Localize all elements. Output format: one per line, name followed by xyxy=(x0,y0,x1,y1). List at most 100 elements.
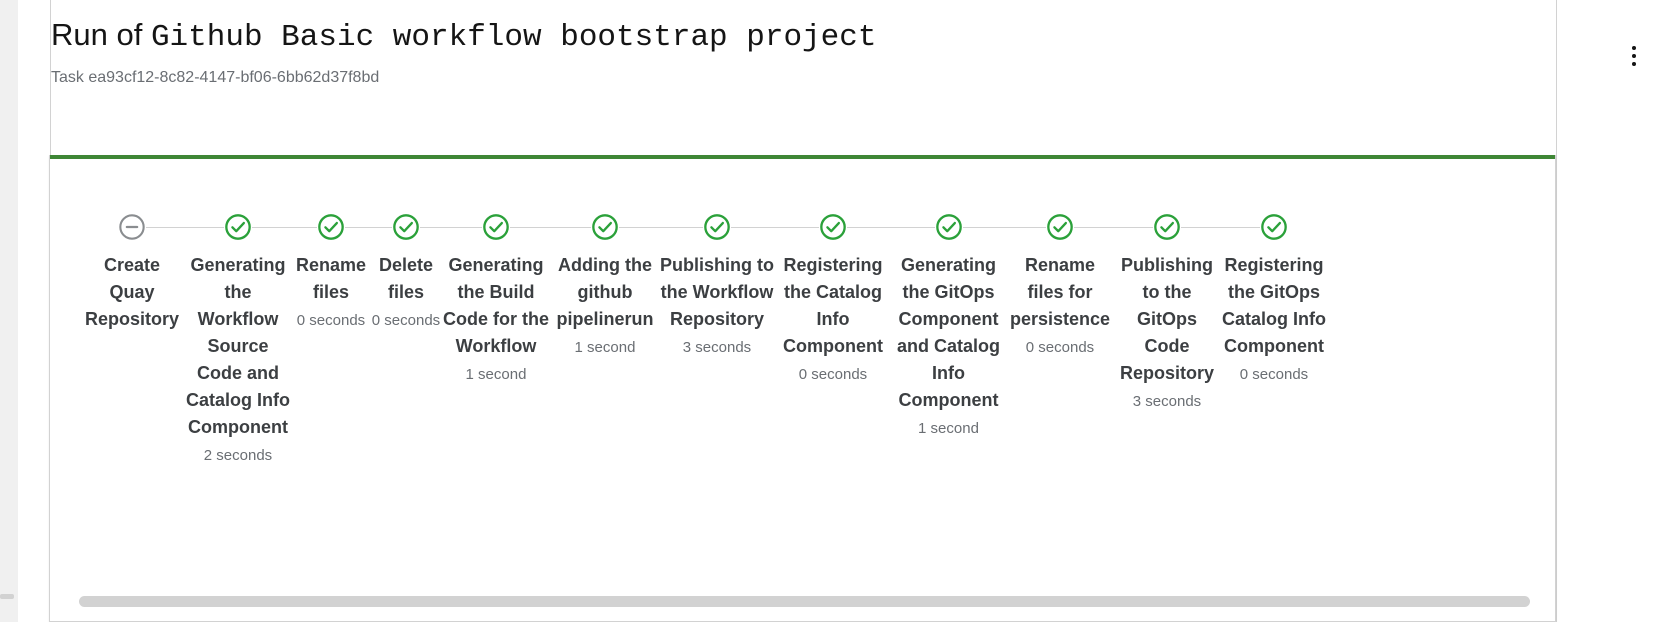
kebab-dot-1 xyxy=(1632,46,1636,50)
stepper-step[interactable]: Publishing to the GitOps Code Repository… xyxy=(1115,213,1219,415)
check-circle-icon xyxy=(1047,214,1073,240)
step-connector-left xyxy=(774,226,819,228)
step-duration: 1 second xyxy=(918,420,979,437)
step-duration: 0 seconds xyxy=(296,312,366,329)
step-connector-left xyxy=(184,226,224,228)
page-header: Run of Github Basic workflow bootstrap p… xyxy=(51,0,1556,89)
step-duration: 2 seconds xyxy=(203,447,273,464)
step-connector-left xyxy=(1219,226,1260,228)
step-label: Rename files xyxy=(295,255,367,302)
stepper-step[interactable]: Generating the Workflow Source Code and … xyxy=(184,213,292,469)
step-body: Delete files 0 seconds xyxy=(370,252,442,334)
step-label: Adding the github pipelinerun xyxy=(556,255,654,329)
page-title: Run of Github Basic workflow bootstrap p… xyxy=(51,14,1556,59)
step-icon-row xyxy=(550,213,660,241)
step-icon-row xyxy=(892,213,1005,241)
step-label: Rename files for persistence xyxy=(1009,255,1111,329)
step-body: Generating the Build Code for the Workfl… xyxy=(442,252,550,388)
step-connector-right xyxy=(962,226,1005,228)
step-label: Publishing to the Workflow Repository xyxy=(660,255,774,329)
step-icon-row xyxy=(774,213,892,241)
step-connector-right xyxy=(847,226,892,228)
stepper-step[interactable]: Publishing to the Workflow Repository 3 s… xyxy=(660,213,774,361)
step-connector-right xyxy=(1074,226,1115,228)
step-icon-row xyxy=(1219,213,1329,241)
stepper-step[interactable]: Adding the github pipelinerun 1 second xyxy=(550,213,660,361)
step-body: Registering the GitOps Catalog Info Comp… xyxy=(1219,252,1329,388)
stepper-step[interactable]: Registering the Catalog Info Component 0 … xyxy=(774,213,892,388)
step-connector-right xyxy=(420,226,442,228)
page-left-gutter xyxy=(0,0,18,622)
step-connector-left xyxy=(550,226,591,228)
step-label: Generating the Build Code for the Workfl… xyxy=(443,255,549,356)
step-body: Registering the Catalog Info Component 0 … xyxy=(774,252,892,388)
step-connector-left xyxy=(660,226,703,228)
step-connector-right xyxy=(252,226,292,228)
step-icon-row xyxy=(1115,213,1219,241)
step-connector-left xyxy=(370,226,392,228)
stepper-step[interactable]: Registering the GitOps Catalog Info Comp… xyxy=(1219,213,1329,388)
task-id-subtitle: Task ea93cf12-8c82-4147-bf06-6bb62d37f8b… xyxy=(51,69,380,86)
step-duration: 3 seconds xyxy=(1132,393,1202,410)
stepper-step[interactable]: Generating the GitOps Component and Cata… xyxy=(892,213,1005,442)
check-circle-icon xyxy=(1261,214,1287,240)
step-duration: 0 seconds xyxy=(798,366,868,383)
step-duration: 0 seconds xyxy=(371,312,441,329)
step-icon-row xyxy=(1005,213,1115,241)
step-body: Adding the github pipelinerun 1 second xyxy=(550,252,660,361)
step-duration: 1 second xyxy=(465,366,527,383)
step-duration: 0 seconds xyxy=(1239,366,1309,383)
step-icon-row xyxy=(184,213,292,241)
step-connector-left xyxy=(1115,226,1153,228)
card-status-accent-bar xyxy=(50,155,1555,159)
stepper-step[interactable]: Generating the Build Code for the Workfl… xyxy=(442,213,550,388)
step-connector-left xyxy=(292,226,317,228)
scrollbar-thumb[interactable] xyxy=(79,596,1530,607)
step-icon-row xyxy=(370,213,442,241)
step-connector-right xyxy=(731,226,774,228)
step-label: Create Quay Repository xyxy=(84,255,180,329)
step-body: Rename files 0 seconds xyxy=(292,252,370,334)
page-title-workflow-name: Github Basic workflow bootstrap project xyxy=(150,20,877,55)
sidebar-collapse-handle[interactable] xyxy=(0,594,14,599)
check-circle-icon xyxy=(704,214,730,240)
check-circle-icon xyxy=(592,214,618,240)
step-body: Publishing to the Workflow Repository 3 s… xyxy=(660,252,774,361)
stepper-horizontal-scrollbar[interactable] xyxy=(79,596,1530,607)
kebab-menu-icon[interactable] xyxy=(1614,36,1654,76)
step-connector-right xyxy=(345,226,370,228)
step-label: Generating the Workflow Source Code and … xyxy=(186,255,290,437)
kebab-dot-3 xyxy=(1632,62,1636,66)
step-connector-right xyxy=(619,226,660,228)
step-connector-right xyxy=(510,226,550,228)
minus-circle-icon xyxy=(119,214,145,240)
check-circle-icon xyxy=(318,214,344,240)
step-connector-right xyxy=(146,226,184,228)
content-right-divider xyxy=(1556,0,1557,622)
step-label: Generating the GitOps Component and Cata… xyxy=(896,255,1000,410)
step-label: Publishing to the GitOps Code Repository xyxy=(1119,255,1215,383)
check-circle-icon xyxy=(935,214,962,240)
check-circle-icon xyxy=(1154,214,1180,240)
step-duration: 3 seconds xyxy=(682,339,752,356)
step-connector-left xyxy=(892,226,935,228)
check-circle-icon xyxy=(225,214,251,240)
stepper-step[interactable]: Delete files 0 seconds xyxy=(370,213,442,334)
step-body: Create Quay Repository xyxy=(80,252,184,333)
step-connector-left xyxy=(442,226,482,228)
step-connector-right xyxy=(1181,226,1219,228)
step-label: Registering the Catalog Info Component xyxy=(783,255,883,356)
step-label: Delete files xyxy=(378,255,434,302)
stepper-step[interactable]: Rename files 0 seconds xyxy=(292,213,370,334)
step-label: Registering the GitOps Catalog Info Comp… xyxy=(1222,255,1326,356)
kebab-dot-2 xyxy=(1632,54,1636,58)
step-duration: 1 second xyxy=(574,339,636,356)
step-icon-row xyxy=(292,213,370,241)
stepper-step[interactable]: Create Quay Repository xyxy=(80,213,184,333)
